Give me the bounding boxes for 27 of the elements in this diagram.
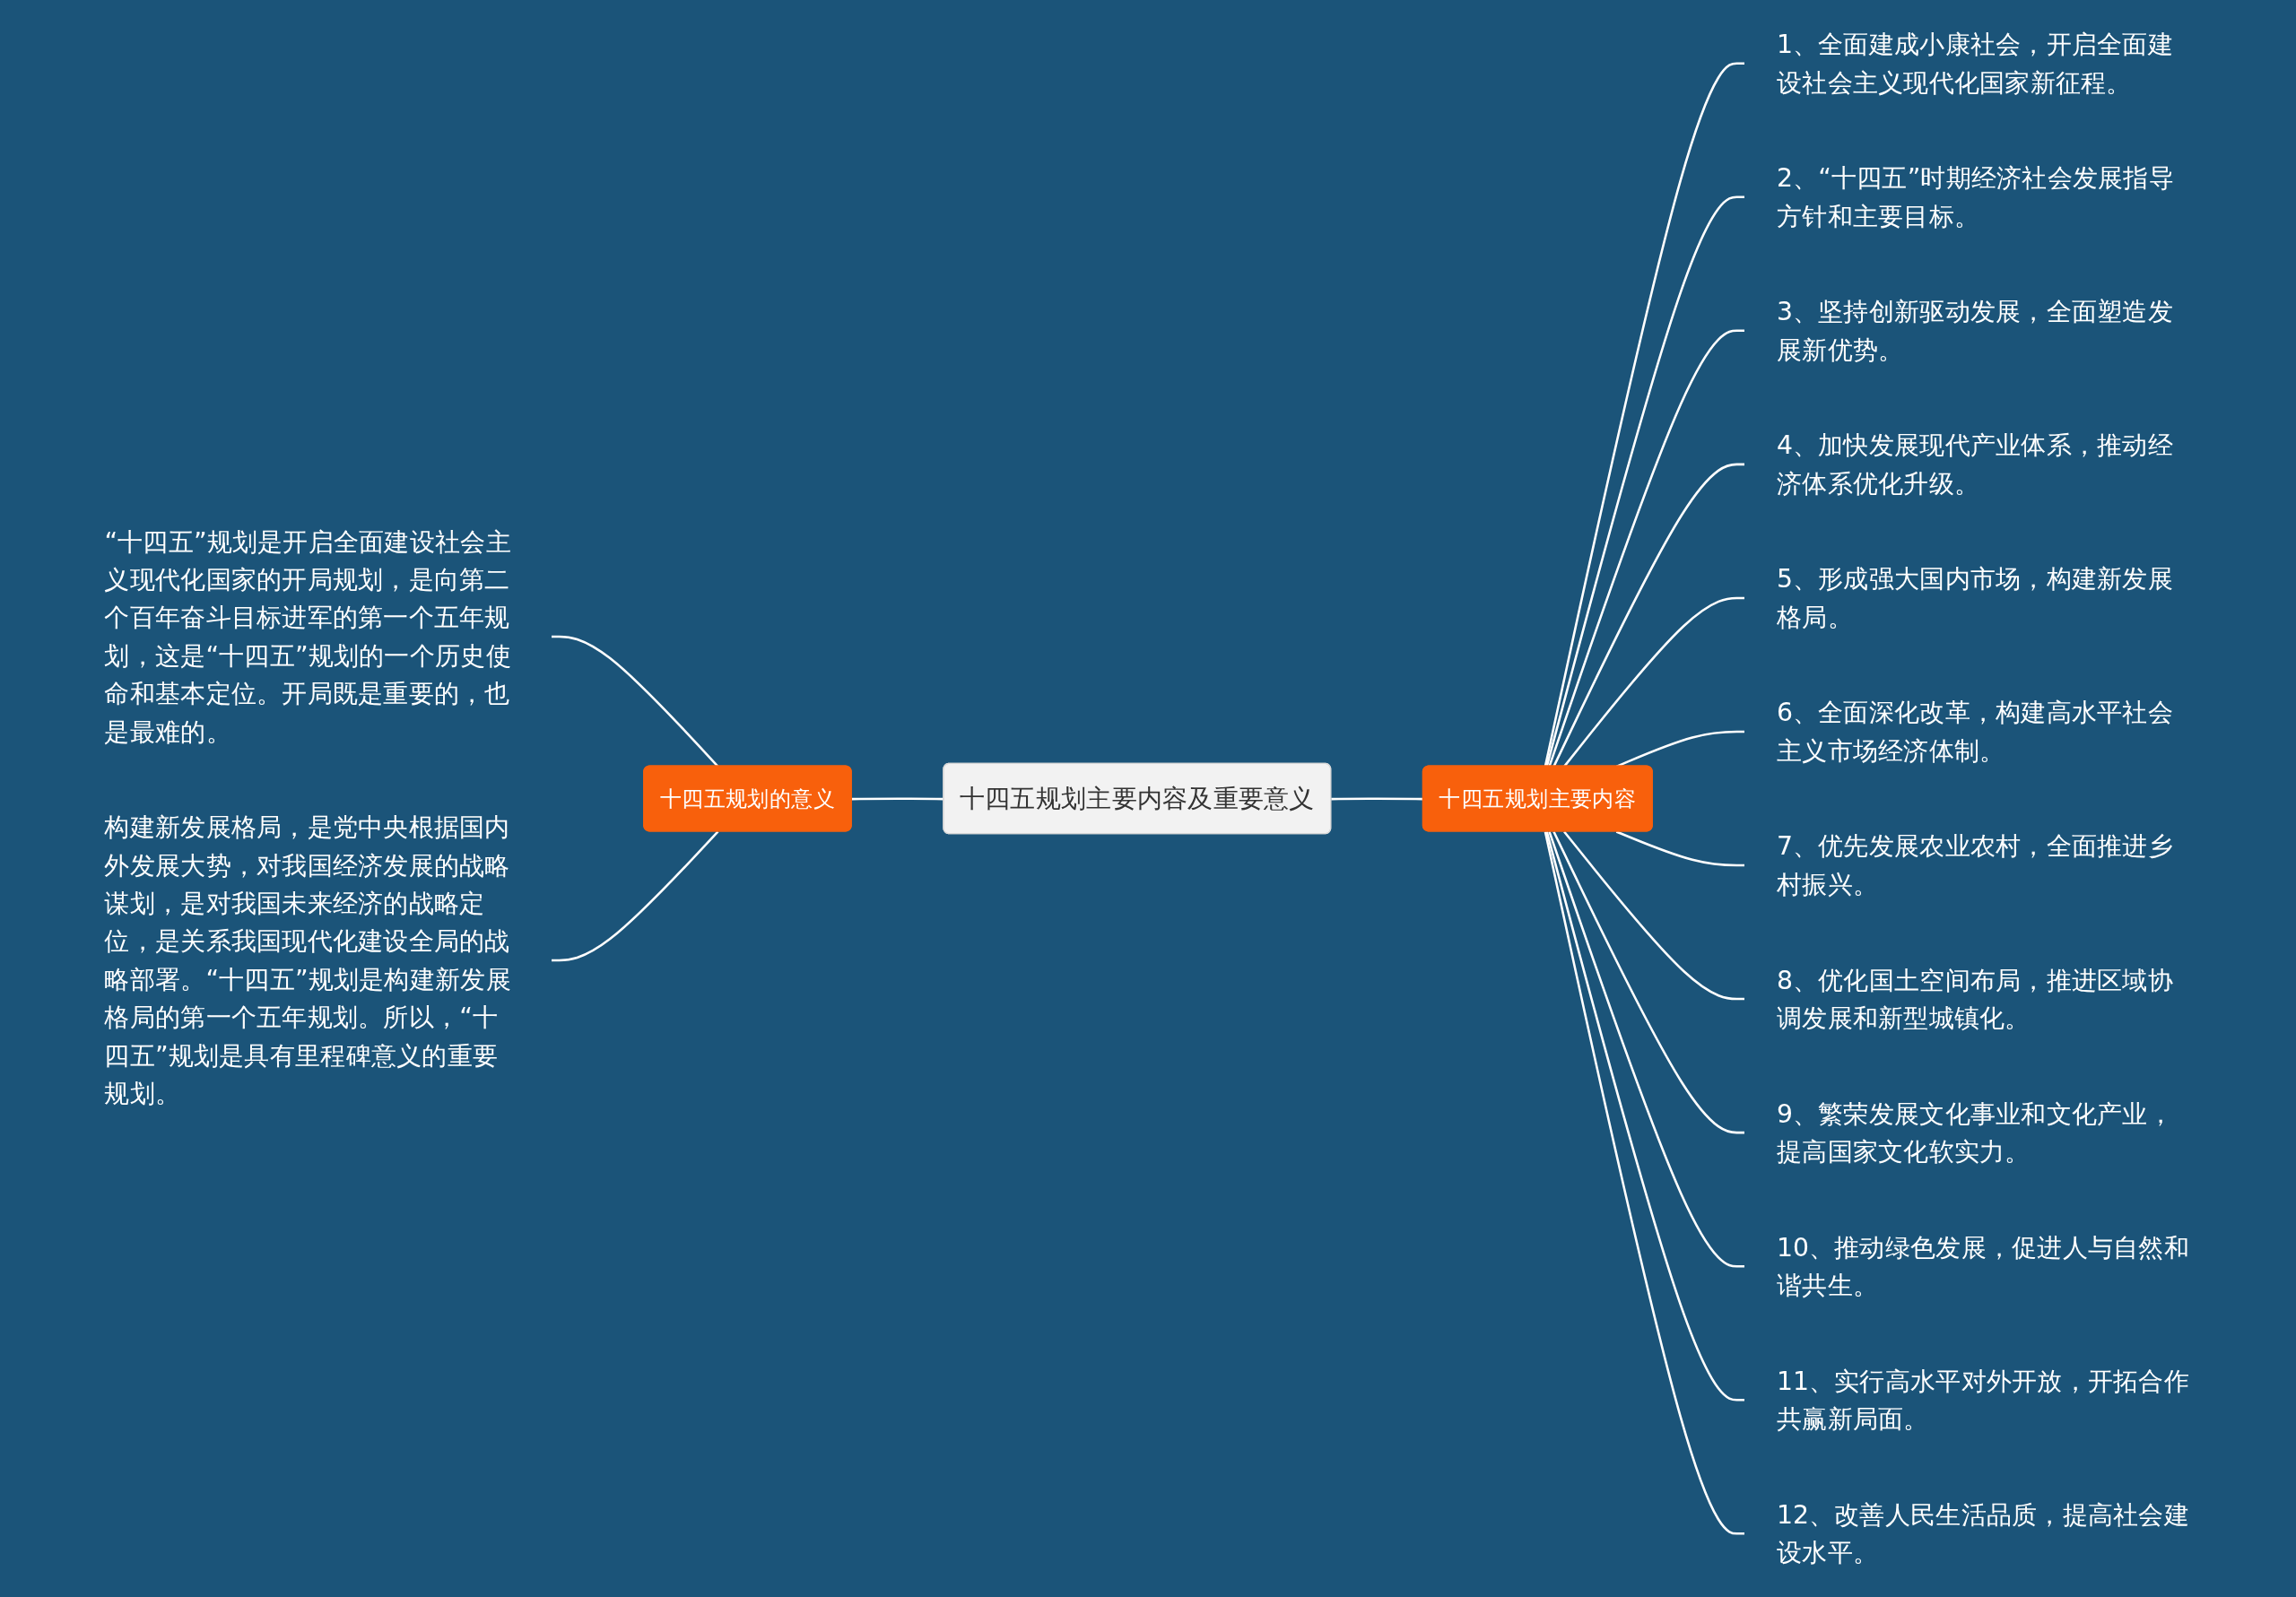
connector xyxy=(1563,830,1744,1001)
node-text: 8、优化国土空间布局，推进区域协调发展和新型城镇化。 xyxy=(1776,965,2173,1033)
connector xyxy=(1548,831,1744,1268)
node-text: 9、繁荣发展文化事业和文化产业，提高国家文化软实力。 xyxy=(1776,1098,2173,1167)
connector xyxy=(1615,830,1744,867)
connector xyxy=(1552,830,1744,1134)
node-text: 11、实行高水平对外开放，开拓合作共赢新局面。 xyxy=(1776,1367,2189,1434)
node-text: 构建新发展格局，是党中央根据国内外发展大势，对我国经济发展的战略谋划，是对我国未来经济的战略定位，是关系我国现代化建设全局的战略部署。“十四五”规划是构建新发展格局的第一个五年规划。所以，“十四五”规划是具有里程碑意义的重要规划。 xyxy=(104,812,511,1108)
connector xyxy=(1552,463,1744,768)
connector xyxy=(1548,329,1744,768)
node-text: 12、改善人民生活品质，提高社会建设水平。 xyxy=(1776,1500,2189,1567)
node-text: 2、“十四五”时期经济社会发展指导方针和主要目标。 xyxy=(1776,163,2175,230)
connector xyxy=(552,635,719,768)
node-text: 1、全面建成小康社会，开启全面建设社会主义现代化国家新征程。 xyxy=(1776,30,2173,97)
node-text: “十四五”规划是开启全面建设社会主义现代化国家的开局规划，是向第二个百年奋斗目标进军的第一个五年规划，这是“十四五”规划的一个历史使命和基本定位。开局既是重要的，也是最难的。 xyxy=(104,526,511,747)
node-text: 10、推动绿色发展，促进人与自然和谐共生。 xyxy=(1776,1232,2189,1300)
node-text: 5、形成强大国内市场，构建新发展格局。 xyxy=(1776,564,2173,632)
connector xyxy=(1545,831,1744,1402)
connector xyxy=(1544,831,1744,1535)
connector xyxy=(552,830,719,962)
node-text: 4、加快发展现代产业体系，推动经济体系优化升级。 xyxy=(1776,430,2173,499)
node-text: 3、坚持创新驱动发展，全面塑造发展新优势。 xyxy=(1776,297,2173,365)
connector xyxy=(1545,195,1744,768)
connector xyxy=(1563,596,1744,768)
connector xyxy=(1544,62,1744,768)
node-text: 7、优先发展农业农村，全面推进乡村振兴。 xyxy=(1776,831,2173,899)
node-text: 6、全面深化改革，构建高水平社会主义市场经济体制。 xyxy=(1776,698,2173,766)
